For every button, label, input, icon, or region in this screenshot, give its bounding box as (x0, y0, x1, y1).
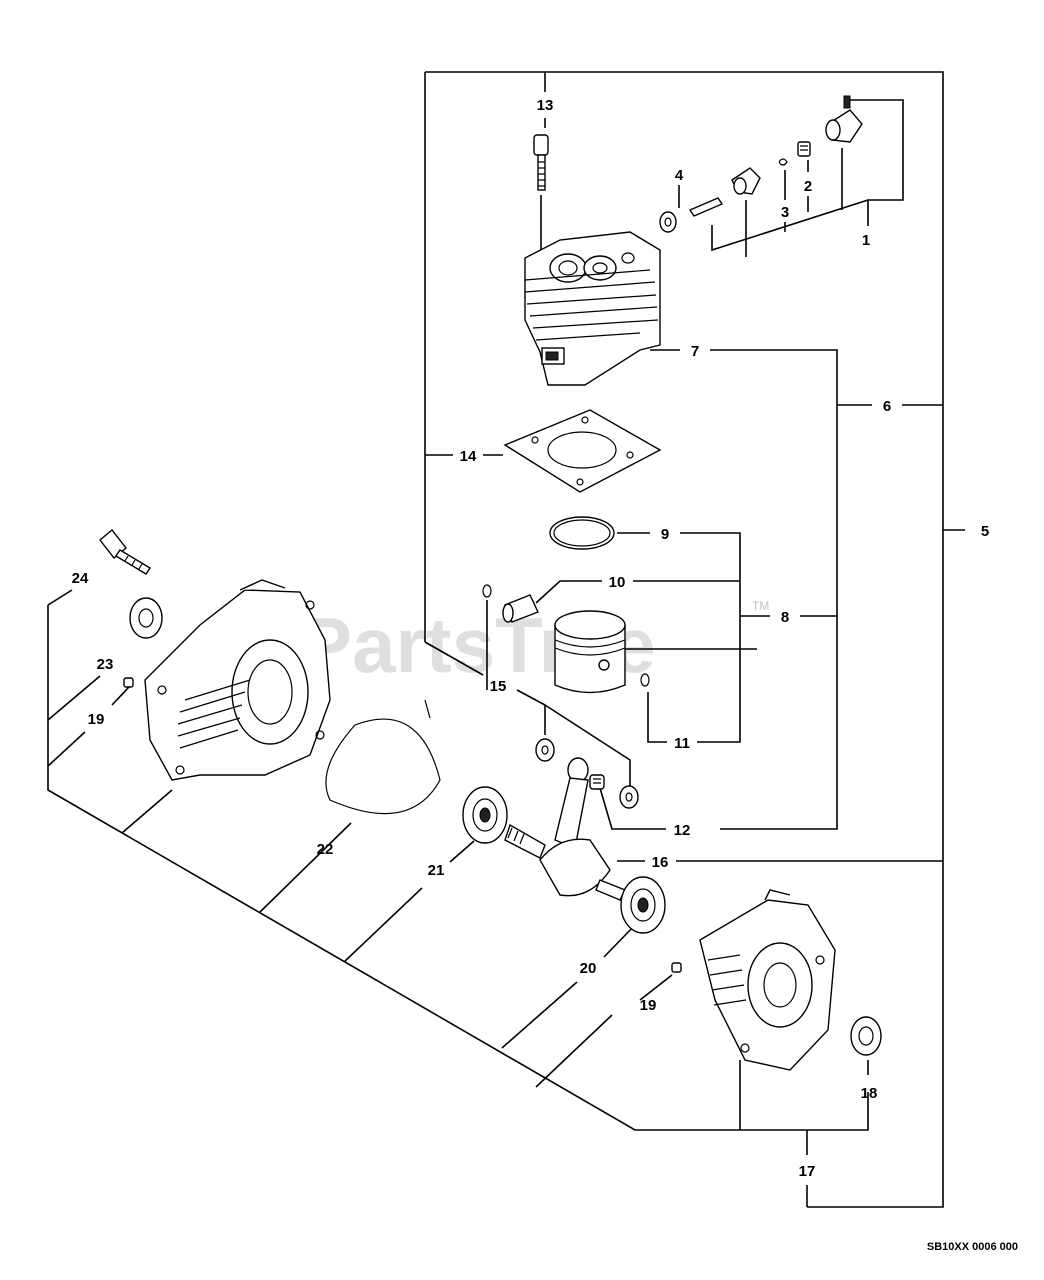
callout-22: 22 (317, 841, 334, 858)
callout-18: 18 (861, 1085, 878, 1102)
callout-23: 23 (97, 656, 114, 673)
cylinder-bolt (533, 134, 549, 191)
callout-8: 8 (781, 609, 789, 626)
piston-ring (549, 516, 615, 550)
crankcase-gasket (325, 699, 441, 815)
callout-13: 13 (537, 97, 554, 114)
callout-12: 12 (674, 822, 691, 839)
callout-1: 1 (862, 232, 870, 249)
callout-24: 24 (72, 570, 89, 587)
callout-20: 20 (580, 960, 597, 977)
decompression-valve-parts (659, 95, 863, 233)
thrust-washers (535, 738, 639, 809)
dowel-pins (123, 677, 682, 973)
callout-14: 14 (460, 448, 477, 465)
callout-5: 5 (981, 523, 989, 540)
callout-3: 3 (781, 204, 789, 221)
callout-10: 10 (609, 574, 626, 591)
callout-16: 16 (652, 854, 669, 871)
callout-6: 6 (883, 398, 891, 415)
callout-19-right: 19 (640, 997, 657, 1014)
callout-2: 2 (804, 178, 812, 195)
watermark-tm: TM (752, 599, 769, 613)
crankcase-right (699, 889, 836, 1071)
oil-seal-right (850, 1016, 882, 1056)
callout-15: 15 (490, 678, 507, 695)
callout-21: 21 (428, 862, 445, 879)
bearing-left (462, 786, 508, 844)
piston-assembly (482, 584, 650, 694)
callout-9: 9 (661, 526, 669, 543)
callout-17: 17 (799, 1163, 816, 1180)
callout-labels: 1 2 3 4 5 6 7 8 9 10 11 12 13 14 15 16 1… (72, 97, 990, 1180)
leader-lines (47, 71, 965, 1208)
crankshaft (504, 757, 626, 901)
callout-11: 11 (674, 735, 690, 752)
callout-19-left: 19 (88, 711, 105, 728)
oil-seal-left (129, 597, 163, 639)
cylinder (524, 231, 661, 386)
bearing-right (620, 876, 666, 934)
crankcase-bolt (99, 528, 151, 575)
callout-4: 4 (675, 167, 684, 184)
reference-code: SB10XX 0006 000 (927, 1241, 1018, 1253)
callout-7: 7 (691, 343, 699, 360)
crankcase-left (144, 579, 331, 781)
cylinder-gasket (503, 409, 662, 493)
needle-bearing (589, 774, 605, 790)
